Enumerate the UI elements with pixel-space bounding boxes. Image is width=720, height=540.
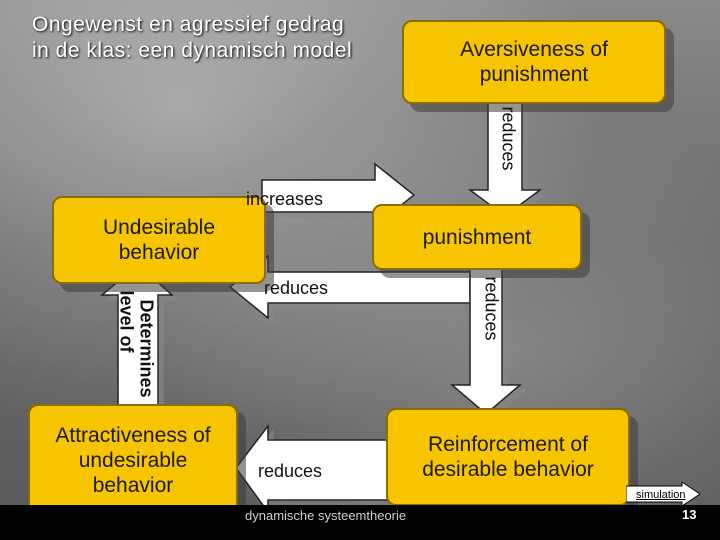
simulation-button-shape[interactable]	[626, 482, 700, 506]
node-punishment: punishment	[372, 204, 582, 270]
node-aversiveness-label: Aversiveness of punishment	[460, 38, 608, 86]
simulation-link[interactable]: simulation	[636, 489, 686, 501]
node-undesirable-label: Undesirable behavior	[102, 216, 216, 264]
arrow-punishment-to-undesirable	[228, 254, 471, 320]
edge-label-punishment-reduces: reduces	[264, 278, 329, 298]
edge-label-aversiveness-reduces: reduces	[498, 106, 519, 171]
node-aversiveness-of-punishment: Aversiveness of punishment	[402, 20, 666, 104]
slide-title: Ongewenst en agressief gedrag in de klas…	[32, 13, 353, 62]
node-reinforcement-label: Reinforcement of desirable behavior	[422, 433, 594, 481]
node-attractiveness-label: Attractiveness of undesirable behavior	[55, 423, 211, 497]
arrow-aversiveness-to-punishment	[467, 99, 543, 217]
edge-label-increases: increases	[246, 189, 324, 209]
arrow-punishment-to-reinforcement	[449, 254, 523, 415]
node-reinforcement: Reinforcement of desirable behavior	[386, 408, 630, 506]
edge-label-level-of: level of	[116, 290, 137, 353]
edge-label-attractiveness-reduces: reduces	[258, 461, 323, 481]
node-undesirable-behavior: Undesirable behavior	[52, 196, 266, 284]
arrow-reinforcement-to-attractiveness	[235, 423, 393, 515]
footer-text: dynamische systeemtheorie	[245, 508, 407, 523]
node-attractiveness: Attractiveness of undesirable behavior	[28, 404, 238, 516]
edge-label-reinforcement-reduces: reduces	[481, 276, 502, 341]
footer-bar	[0, 505, 720, 540]
page-number: 13	[682, 507, 697, 522]
edge-label-determines: Determines	[136, 299, 157, 398]
node-punishment-label: punishment	[422, 225, 532, 249]
